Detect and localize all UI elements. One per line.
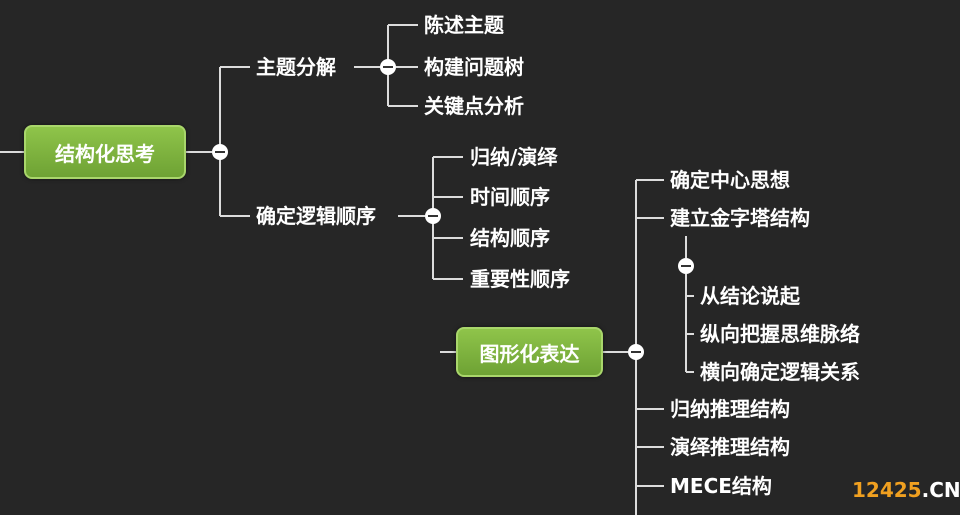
node-horizontal-logic[interactable]: 横向确定逻辑关系 (700, 360, 860, 384)
watermark: 12425.CN (852, 478, 960, 502)
node-topic-decomposition[interactable]: 主题分解 (256, 55, 336, 79)
node-inductive-structure[interactable]: 归纳推理结构 (670, 397, 790, 421)
collapse-toggle-topic-decomposition[interactable] (380, 59, 396, 75)
collapse-toggle-root[interactable] (212, 144, 228, 160)
node-logic-order[interactable]: 确定逻辑顺序 (256, 204, 376, 228)
node-state-topic[interactable]: 陈述主题 (424, 13, 504, 37)
node-importance-order[interactable]: 重要性顺序 (470, 267, 570, 291)
node-mece-structure[interactable]: MECE结构 (670, 474, 772, 498)
node-vertical-thinking[interactable]: 纵向把握思维脉络 (700, 322, 860, 346)
node-start-with-conclusion[interactable]: 从结论说起 (700, 284, 800, 308)
collapse-toggle-graphic[interactable] (628, 344, 644, 360)
collapse-toggle-pyramid[interactable] (678, 258, 694, 274)
node-structure-order[interactable]: 结构顺序 (470, 226, 550, 250)
node-central-idea[interactable]: 确定中心思想 (670, 168, 790, 192)
watermark-suffix: .CN (921, 478, 960, 502)
node-issue-tree[interactable]: 构建问题树 (424, 55, 524, 79)
node-key-point-analysis[interactable]: 关键点分析 (424, 94, 524, 118)
node-induction-deduction[interactable]: 归纳/演绎 (470, 145, 558, 169)
node-deductive-structure[interactable]: 演绎推理结构 (670, 435, 790, 459)
watermark-number: 12425 (852, 478, 922, 502)
node-pyramid-structure[interactable]: 建立金字塔结构 (670, 206, 810, 230)
root-node[interactable]: 结构化思考 (24, 125, 186, 179)
graphic-node[interactable]: 图形化表达 (456, 327, 603, 377)
node-time-order[interactable]: 时间顺序 (470, 185, 550, 209)
collapse-toggle-logic-order[interactable] (425, 208, 441, 224)
